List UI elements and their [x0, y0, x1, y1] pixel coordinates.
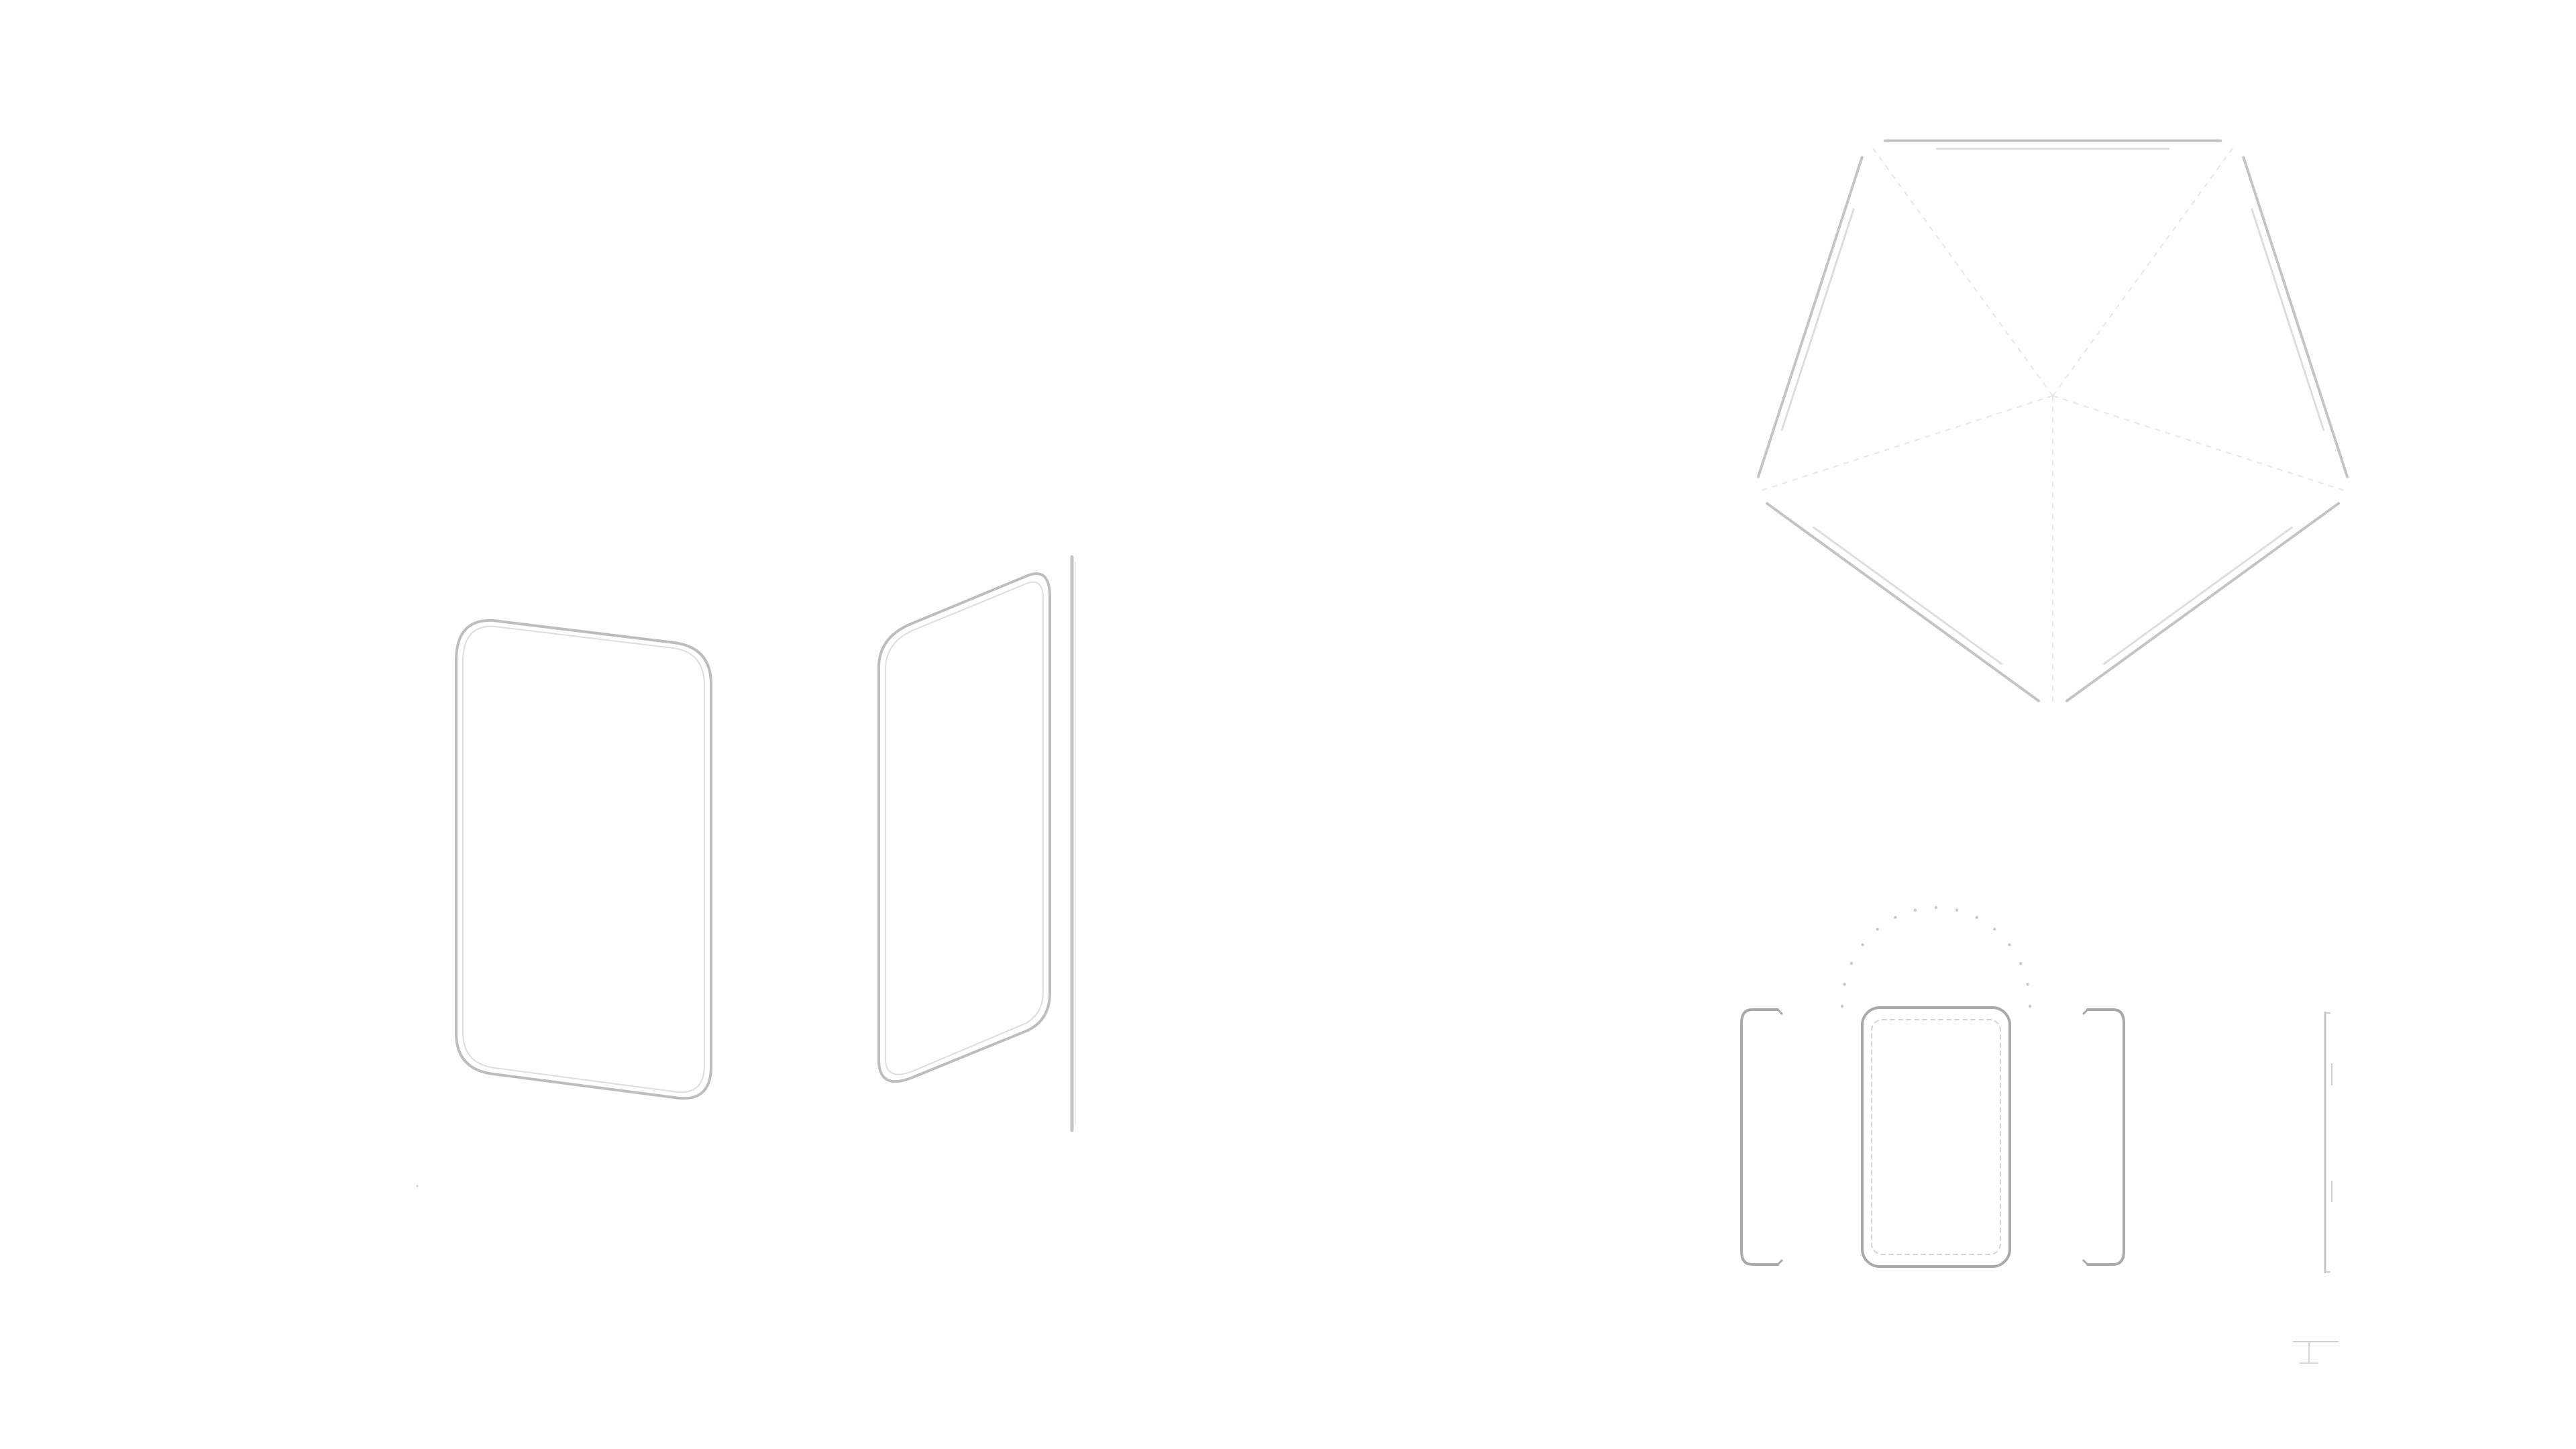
rotation-arc-dot — [1876, 927, 1879, 931]
perspective-views — [416, 555, 1076, 1187]
front-view-outer — [1861, 1006, 2011, 1268]
pentagon-arrangement — [1757, 139, 2349, 705]
pentagon-panel — [1757, 156, 1864, 478]
tilted-left-device-inner — [462, 625, 705, 1093]
stray-mark — [416, 1185, 419, 1187]
left-side-profile-cap-bottom — [1776, 1258, 1784, 1266]
edge-profile — [2324, 1012, 2332, 1273]
rotation-arc-dot — [1975, 916, 1978, 919]
tilted-right-device-inner — [885, 581, 1044, 1075]
rotation-arc — [1840, 906, 2032, 1008]
pentagon-guide-line — [2052, 145, 2235, 396]
tilted-right-device-outer — [877, 572, 1051, 1083]
pentagon-guide-line — [2052, 395, 2347, 492]
rotation-arc-dot — [2008, 943, 2011, 947]
right-side-profile-cap-top — [2082, 1008, 2089, 1016]
right-side-profile — [2086, 1008, 2125, 1266]
tilted-left-device-outer — [455, 619, 712, 1100]
pentagon-panels — [1757, 139, 2349, 702]
left-side-profile — [1740, 1008, 1779, 1266]
pentagon-panel-inner — [1780, 208, 1855, 431]
front-view-screen — [1871, 1019, 2001, 1255]
pentagon-guide-line — [1758, 395, 2053, 492]
left-side-profile-cap-top — [1776, 1008, 1784, 1016]
rotation-arc-dot — [1861, 943, 1864, 947]
right-side-profile-cap-bottom — [2082, 1258, 2089, 1266]
rotation-arc-dot — [1849, 962, 1854, 965]
rotation-arc-dot — [2028, 1004, 2032, 1008]
bottom-profile — [2293, 1341, 2339, 1364]
rotation-arc-dot — [1840, 1004, 1844, 1008]
orthographic-views — [1740, 906, 2339, 1364]
rotation-arc-dot — [1955, 908, 1959, 912]
pentagon-panel-inner — [2103, 526, 2293, 665]
edge-on-device — [1070, 555, 1076, 1132]
pentagon-guides — [1758, 145, 2347, 705]
rotation-arc-dot — [1913, 908, 1917, 912]
tilted-right-device — [877, 572, 1051, 1083]
rotation-arc-dot — [2019, 962, 2023, 965]
pentagon-panel — [2242, 156, 2349, 478]
rotation-arc-dot — [1934, 906, 1938, 910]
rotation-arc-dot — [1993, 927, 1996, 931]
rotation-arc-dot — [1894, 916, 1897, 919]
rotation-arc-dot — [2026, 983, 2029, 986]
pentagon-panel — [2065, 502, 2340, 702]
pentagon-panel-inner — [2251, 208, 2325, 431]
pentagon-panel-inner — [1813, 526, 2002, 665]
pentagon-guide-line — [1870, 145, 2053, 396]
tilted-left-device — [455, 619, 712, 1100]
pentagon-panel — [1766, 502, 2040, 702]
rotation-arc-dot — [1843, 983, 1846, 986]
